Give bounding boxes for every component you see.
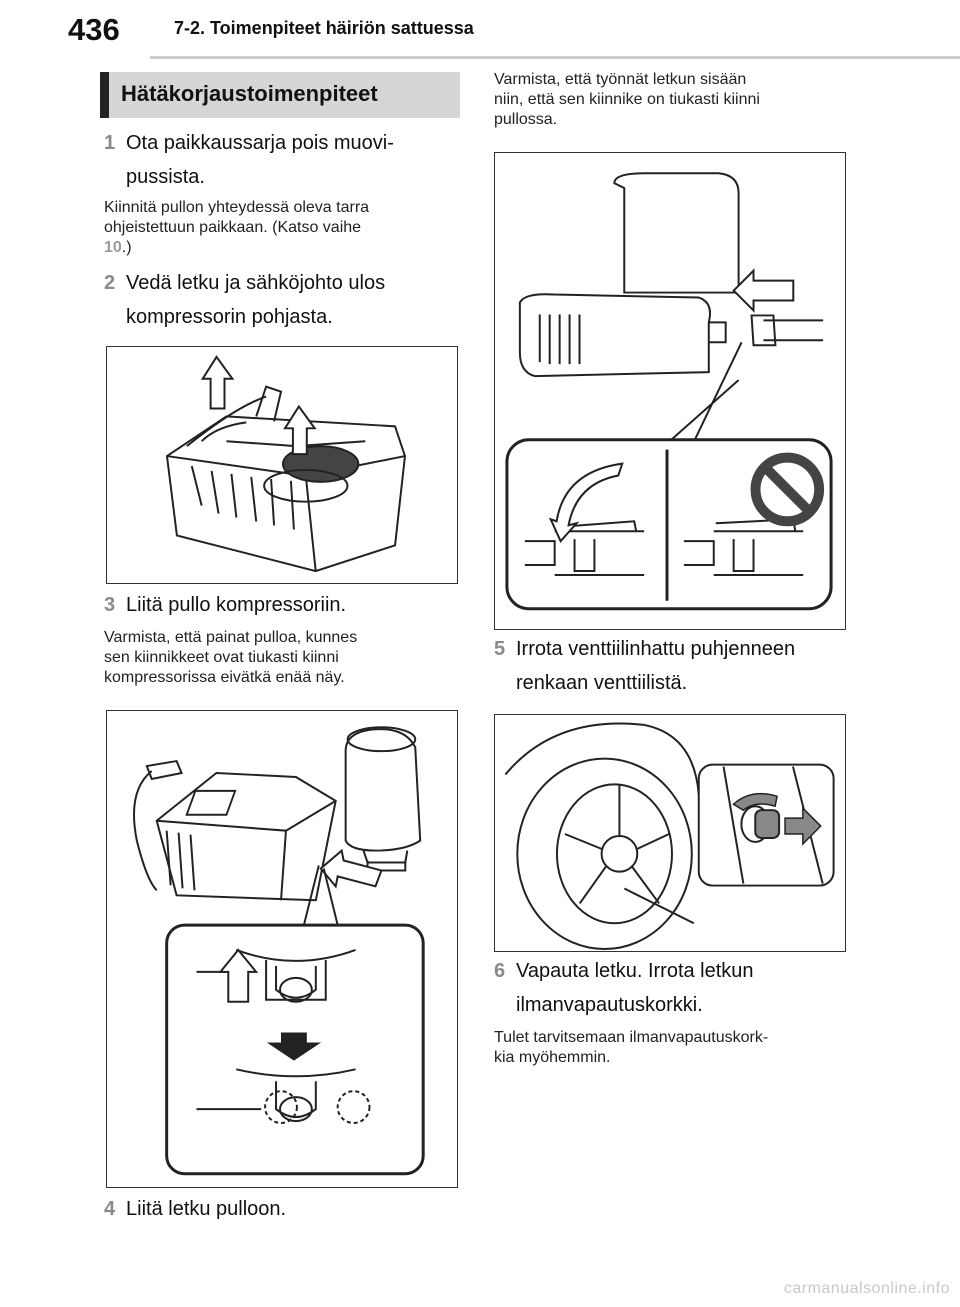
note-line: kia myöhemmin. — [494, 1049, 611, 1066]
figure-tyre-valve — [494, 714, 846, 952]
step-number: 1 — [104, 132, 116, 154]
step-3: 3 Liitä pullo kompressoriin. — [104, 588, 464, 622]
note-line: Tulet tarvitsemaan ilmanvapautuskork- — [494, 1029, 769, 1046]
figure-bottle-compressor — [106, 710, 458, 1188]
step-text-line: Ota paikkaussarja pois muovi- — [126, 132, 394, 154]
header-divider — [150, 56, 960, 59]
step-text-line: ilmanvapautuskorkki. — [516, 994, 703, 1016]
step-text-line: kompressorin pohjasta. — [126, 306, 333, 328]
note-line: Varmista, että painat pulloa, kunnes — [104, 629, 358, 646]
step-6: 6 Vapauta letku. Irrota letkun ilmanvapa… — [494, 954, 854, 1022]
section-title: Hätäkorjaustoimenpiteet — [121, 81, 378, 106]
step-text-line: Liitä letku pulloon. — [126, 1198, 287, 1220]
note-line: sen kiinnikkeet ovat tiukasti kiinni — [104, 649, 339, 666]
up-arrow-icon — [218, 948, 259, 1003]
down-arrow-icon — [266, 1032, 322, 1061]
right-arrow-icon — [784, 806, 822, 846]
step-text-line: Irrota venttiilinhattu puhjenneen — [516, 638, 796, 660]
note-line: pullossa. — [494, 111, 558, 128]
step-number: 3 — [104, 594, 116, 616]
curved-arrow-icon — [548, 462, 624, 543]
step-text-line: Liitä pullo kompressoriin. — [126, 594, 347, 616]
step-5: 5 Irrota venttiilinhattu puhjenneen renk… — [494, 632, 854, 700]
step-4: 4 Liitä letku pulloon. — [104, 1192, 464, 1226]
chapter-title: 7-2. Toimenpiteet häiriön sattuessa — [174, 18, 474, 38]
watermark: carmanualsonline.info — [783, 1280, 950, 1297]
figure-hose-bottle — [494, 152, 846, 630]
step-1-note: Kiinnitä pullon yhteydessä oleva tarra o… — [104, 198, 464, 258]
compressor-illustration — [165, 355, 406, 573]
step-number: 2 — [104, 272, 116, 294]
step-text-line: Vapauta letku. Irrota letkun — [516, 960, 754, 982]
page-number: 436 — [68, 12, 120, 47]
note-line: kompressorissa eivätkä enää näy. — [104, 669, 345, 686]
hose-bottle-illustration — [505, 172, 833, 611]
step-text-line: renkaan venttiilistä. — [516, 672, 688, 694]
step-text-line: pussista. — [126, 166, 205, 188]
page-header: 436 7-2. Toimenpiteet häiriön sattuessa — [0, 0, 960, 70]
step-reference: 10 — [104, 239, 122, 256]
tyre-valve-illustration — [504, 722, 835, 951]
step-3-note: Varmista, että painat pulloa, kunnes sen… — [104, 628, 464, 688]
note-line: ohjeistettuun paikkaan. (Katso vaihe — [104, 219, 362, 236]
step-text-line: Vedä letku ja sähköjohto ulos — [126, 272, 386, 294]
step-number: 6 — [494, 960, 506, 982]
section-heading: Hätäkorjaustoimenpiteet — [100, 72, 460, 118]
step-number: 5 — [494, 638, 506, 660]
step-2: 2 Vedä letku ja sähköjohto ulos kompress… — [104, 266, 464, 334]
left-arrow-icon — [732, 268, 795, 313]
step-number: 4 — [104, 1198, 116, 1220]
up-arrow-icon — [283, 404, 317, 456]
note-line: niin, että sen kiinnike on tiukasti kiin… — [494, 91, 760, 108]
step-4-note: Varmista, että työnnät letkun sisään nii… — [494, 70, 854, 130]
up-arrow-icon — [200, 355, 235, 410]
bottle-compressor-illustration — [133, 726, 425, 1176]
figure-compressor-hose — [106, 346, 458, 584]
note-line: Kiinnitä pullon yhteydessä oleva tarra — [104, 199, 370, 216]
left-arrow-icon — [319, 848, 383, 889]
note-line: Varmista, että työnnät letkun sisään — [494, 71, 747, 88]
prohibited-icon — [750, 452, 825, 527]
note-tail: .) — [121, 239, 132, 256]
step-6-note: Tulet tarvitsemaan ilmanvapautuskork- ki… — [494, 1028, 854, 1068]
rotate-arrow-icon — [732, 792, 778, 812]
step-1: 1 Ota paikkaussarja pois muovi- pussista… — [104, 126, 464, 194]
